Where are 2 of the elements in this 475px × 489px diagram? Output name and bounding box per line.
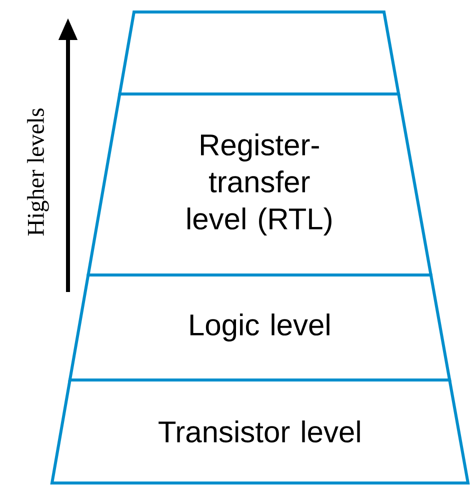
level-band: Logic level <box>68 274 452 382</box>
axis-label: Higher levels <box>27 108 49 236</box>
